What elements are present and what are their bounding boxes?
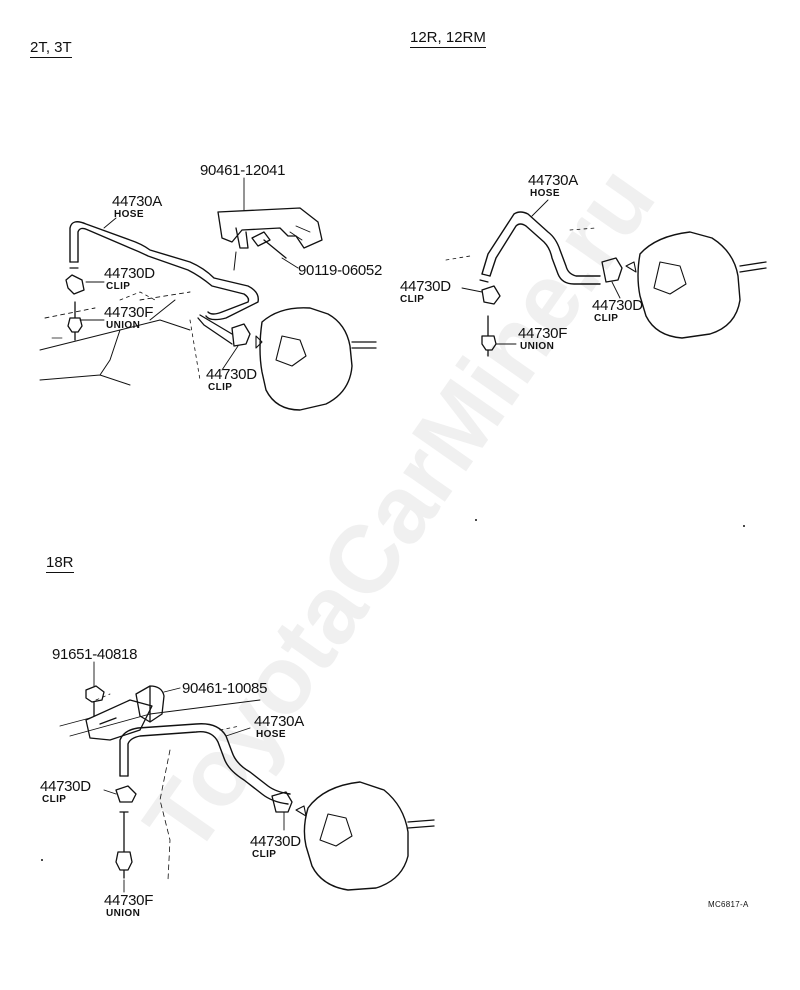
heading-12r-12rm: 12R, 12RM bbox=[410, 29, 486, 48]
label-90461-10085: 90461-10085 bbox=[182, 680, 268, 697]
leader-hose-12r bbox=[531, 199, 549, 217]
diagram-code: MC6817-A bbox=[708, 900, 749, 909]
clip-44730d-upper bbox=[65, 274, 85, 295]
hose-end-to-booster bbox=[197, 314, 233, 345]
clip-44730d-18r-left bbox=[115, 785, 137, 803]
hose-44730a-12r-outer bbox=[481, 211, 601, 277]
leader-clip-12r-right bbox=[611, 281, 621, 299]
bracket-90461-12041 bbox=[217, 207, 323, 249]
label-union-number-18r: 44730F bbox=[104, 892, 154, 909]
label-hose-name-12r: HOSE bbox=[530, 188, 560, 199]
label-union-number: 44730F bbox=[104, 304, 154, 321]
union-44730f-12r bbox=[481, 315, 497, 357]
bracket-plate-18r bbox=[85, 699, 153, 741]
union-44730f bbox=[67, 301, 83, 341]
clip-44730d-lower bbox=[231, 323, 251, 347]
label-clip-number-18r-right: 44730D bbox=[250, 833, 301, 850]
label-clip-name-18r-left: CLIP bbox=[42, 794, 67, 805]
brake-booster-2t bbox=[259, 307, 353, 411]
label-91651-40818: 91651-40818 bbox=[52, 646, 138, 663]
label-hose-number-18r: 44730A bbox=[254, 713, 304, 730]
leader-bracket-18r bbox=[163, 687, 181, 693]
diagram-18r bbox=[59, 661, 435, 893]
heading-2t-3t: 2T, 3T bbox=[30, 39, 72, 58]
clip-44730d-12r-right bbox=[601, 257, 623, 283]
screw-90119-06052 bbox=[251, 231, 287, 259]
label-union-number-12r: 44730F bbox=[518, 325, 568, 342]
leader-hose-18r bbox=[225, 727, 251, 737]
label-clip-number-18r-left: 44730D bbox=[40, 778, 91, 795]
bracket-90461-10085 bbox=[135, 685, 165, 723]
bolt-91651-40818 bbox=[85, 685, 105, 717]
engine-body-outline bbox=[39, 299, 191, 386]
clip-44730d-18r-right bbox=[271, 791, 293, 813]
leader-clip-2 bbox=[221, 345, 239, 371]
reference-dots bbox=[41, 519, 745, 861]
clip-44730d-12r-left bbox=[481, 285, 501, 305]
brake-booster-12r bbox=[637, 231, 741, 339]
label-hose-number: 44730A bbox=[112, 193, 162, 210]
hose-44730a-outer bbox=[69, 221, 259, 321]
engine-dashed-line bbox=[44, 291, 191, 319]
brake-booster-18r bbox=[303, 781, 409, 891]
bracket-support-line bbox=[233, 251, 237, 271]
label-clip-number-12r-left: 44730D bbox=[400, 278, 451, 295]
hose-44730a-inner bbox=[77, 227, 250, 315]
label-hose-name: HOSE bbox=[114, 209, 144, 220]
label-union-name-18r: UNION bbox=[106, 908, 141, 919]
label-hose-name-18r: HOSE bbox=[256, 729, 286, 740]
label-90461-12041: 90461-12041 bbox=[200, 162, 286, 179]
union-44730f-18r bbox=[115, 811, 133, 879]
label-hose-number-12r: 44730A bbox=[528, 172, 578, 189]
label-90119-06052: 90119-06052 bbox=[298, 262, 383, 279]
label-clip-number-12r-right: 44730D bbox=[592, 297, 643, 314]
hose-44730a-18r-inner bbox=[127, 731, 289, 805]
label-clip-name: CLIP bbox=[106, 281, 131, 292]
leader-screw bbox=[281, 257, 299, 269]
label-union-name-12r: UNION bbox=[520, 341, 555, 352]
label-clip-number: 44730D bbox=[104, 265, 155, 282]
leader-clip-18r-left bbox=[103, 789, 117, 795]
engine-dashed-line-2 bbox=[119, 291, 201, 381]
heading-18r: 18R bbox=[46, 554, 74, 573]
label-clip-name-12r-right: CLIP bbox=[594, 313, 619, 324]
diagram-12r-12rm bbox=[445, 199, 767, 357]
label-clip-name-12r-left: CLIP bbox=[400, 294, 425, 305]
leader-hose bbox=[103, 217, 117, 229]
label-union-name: UNION bbox=[106, 320, 141, 331]
diagram-2t-3t bbox=[39, 177, 377, 411]
hose-44730a-12r-inner bbox=[489, 223, 601, 285]
label-clip-number-2: 44730D bbox=[206, 366, 257, 383]
label-clip-name-2: CLIP bbox=[208, 382, 233, 393]
label-clip-name-18r-right: CLIP bbox=[252, 849, 277, 860]
leader-clip-12r-left bbox=[461, 287, 483, 293]
